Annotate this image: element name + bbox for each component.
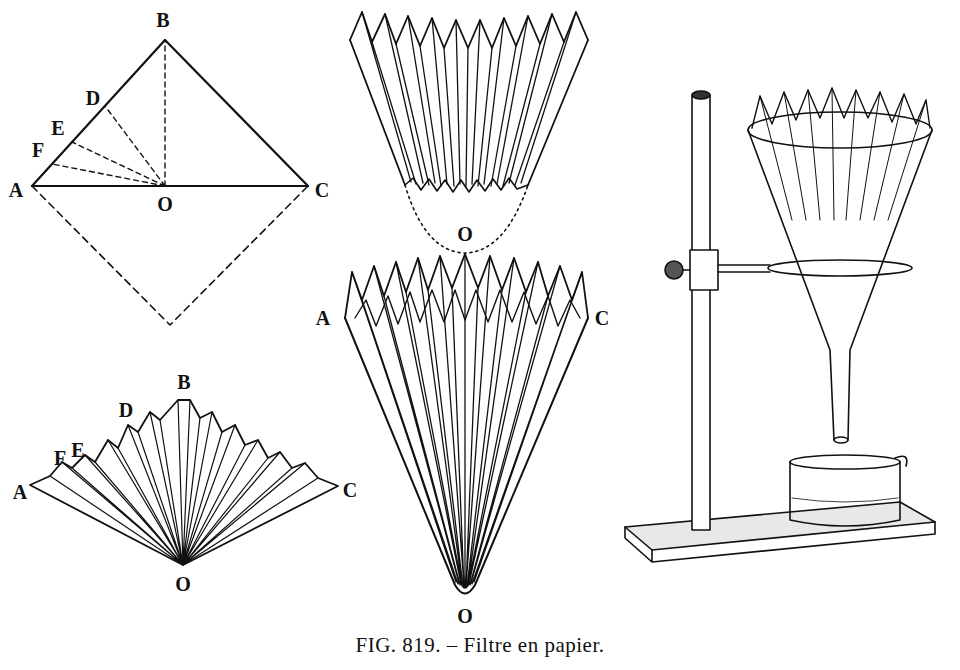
point-label: A	[316, 308, 330, 328]
point-label: O	[175, 574, 191, 594]
point-label: C	[595, 308, 609, 328]
point-label: F	[54, 448, 66, 468]
point-label: O	[457, 606, 473, 626]
folding-square	[32, 40, 308, 325]
point-label: O	[457, 224, 473, 244]
pleated-crown	[350, 12, 588, 253]
point-label: E	[51, 118, 64, 138]
figure-caption: FIG. 819. – Filtre en papier.	[356, 633, 605, 658]
point-label: B	[177, 372, 190, 392]
folded-filter	[345, 254, 588, 594]
pleated-fan	[30, 400, 338, 565]
filter-stand	[625, 88, 935, 562]
point-label: A	[9, 180, 23, 200]
point-label: B	[156, 10, 169, 30]
point-label: F	[32, 140, 44, 160]
point-label: C	[343, 480, 357, 500]
point-label: D	[86, 88, 100, 108]
point-label: E	[71, 440, 84, 460]
point-label: O	[157, 194, 173, 214]
point-label: C	[315, 180, 329, 200]
point-label: A	[13, 482, 27, 502]
point-label: D	[119, 400, 133, 420]
